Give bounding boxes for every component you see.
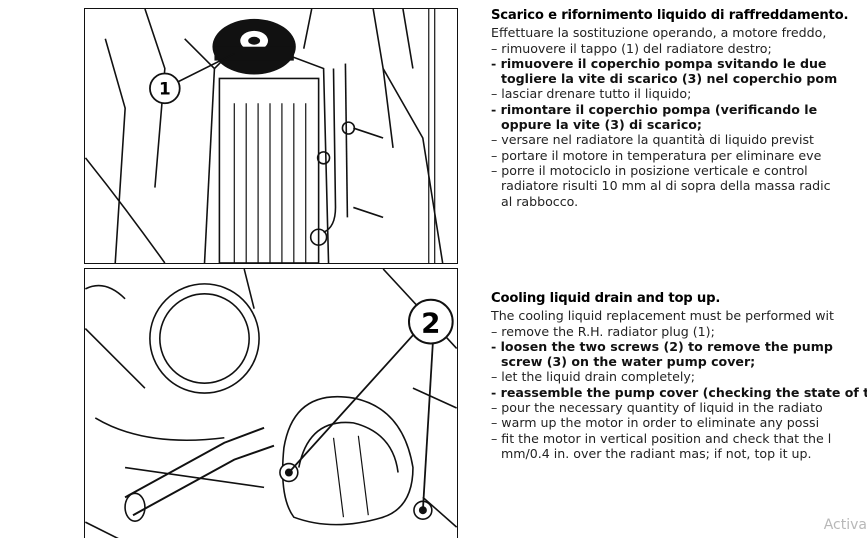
english-line: – remove the R.H. radiator plug (1); xyxy=(491,323,715,339)
italian-line: - rimontare il coperchio pompa (verifica… xyxy=(491,101,818,117)
english-heading: Cooling liquid drain and top up. xyxy=(491,291,721,306)
english-line: - loosen the two screws (2) to remove th… xyxy=(491,338,833,354)
english-line: – let the liquid drain completely; xyxy=(491,369,696,385)
italian-line: Effettuare la sostituzione operando, a m… xyxy=(491,25,827,41)
english-section: Cooling liquid drain and top up. The coo… xyxy=(491,291,867,461)
radiator-illustration: 1 xyxy=(85,9,444,263)
water-pump-figure: 2 xyxy=(84,268,458,538)
activation-watermark: Activa xyxy=(823,517,867,533)
radiator-cap-figure: 1 xyxy=(84,8,458,264)
callout-circle-1 xyxy=(149,72,181,105)
italian-section: Scarico e rifornimento liquido di raffre… xyxy=(491,8,867,209)
italian-line: – portare il motore in temperatura per e… xyxy=(491,147,822,163)
italian-line: – versare nel radiatore la quantità di l… xyxy=(491,132,814,148)
english-line: screw (3) on the water pump cover; xyxy=(501,354,756,370)
italian-line: oppure la vite (3) di scarico; xyxy=(501,117,702,133)
english-line: – pour the necessary quantity of liquid … xyxy=(491,400,823,416)
italian-line: radiatore risulti 10 mm al di sopra dell… xyxy=(501,178,831,194)
callout-circle-2 xyxy=(407,298,454,345)
english-line: mm/0.4 in. over the radiant mas; if not,… xyxy=(501,445,812,461)
italian-line: togliere la vite di scarico (3) nel cope… xyxy=(501,71,838,87)
callout-number-1: 1 xyxy=(159,78,171,98)
italian-line: - rimuovere il coperchio pompa svitando … xyxy=(491,55,827,71)
italian-heading: Scarico e rifornimento liquido di raffre… xyxy=(491,8,849,23)
radiator-cap xyxy=(212,18,296,75)
english-line: The cooling liquid replacement must be p… xyxy=(491,308,834,324)
english-line: – warm up the motor in order to eliminat… xyxy=(491,415,820,431)
english-line: – fit the motor in vertical position and… xyxy=(491,430,832,446)
italian-line: al rabbocco. xyxy=(501,193,579,209)
italian-line: – rimuovere il tappo (1) del radiatore d… xyxy=(491,40,772,56)
english-line: - reassemble the pump cover (checking th… xyxy=(491,384,867,400)
pump-illustration: 2 xyxy=(85,269,457,538)
italian-line: – porre il motociclo in posizione vertic… xyxy=(491,162,808,178)
callout-number-2: 2 xyxy=(421,307,440,340)
italian-line: – lasciar drenare tutto il liquido; xyxy=(491,86,692,102)
